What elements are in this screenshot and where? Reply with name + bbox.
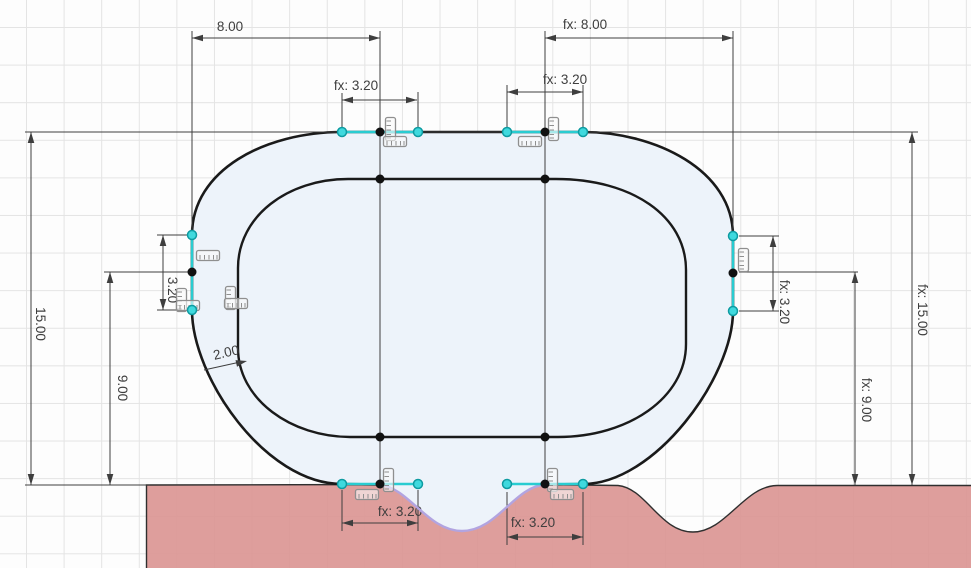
dimension-tangent-top-right[interactable]: fx: 3.20	[506, 72, 587, 132]
arrowhead	[406, 96, 417, 104]
dimension-tangent-right[interactable]: fx: 3.20	[739, 235, 792, 324]
tangent-endpoint[interactable]	[186, 229, 198, 241]
dimension-value[interactable]: fx: 3.20	[777, 280, 792, 324]
spline-point[interactable]	[540, 432, 550, 442]
arrowhead	[369, 34, 380, 42]
arrowhead	[192, 34, 203, 42]
arrowhead	[908, 474, 916, 485]
arrowhead	[27, 132, 35, 143]
arrowhead	[769, 236, 777, 247]
curvature-comb-constraint-icon	[382, 467, 395, 493]
arrowhead	[908, 132, 916, 143]
dimension-value[interactable]: fx: 15.00	[915, 284, 930, 336]
tangent-endpoint[interactable]	[412, 478, 424, 490]
dimension-offset-distance[interactable]: 2.00	[203, 342, 247, 371]
tangent-endpoint[interactable]	[336, 478, 348, 490]
dimension-value[interactable]: 2.00	[212, 342, 241, 363]
tangent-endpoint[interactable]	[186, 304, 198, 316]
curvature-comb-constraint-icon	[382, 135, 408, 148]
tangent-endpoint[interactable]	[577, 478, 589, 490]
sketch-profile[interactable]	[190, 130, 735, 531]
spline-point[interactable]	[728, 268, 738, 278]
curvature-comb-constraint-icon	[354, 488, 380, 501]
dimension-value[interactable]: fx: 3.20	[543, 72, 587, 87]
dimension-tangent-top-left[interactable]: fx: 3.20	[334, 78, 419, 133]
arrowhead	[159, 299, 167, 310]
spline-point[interactable]	[540, 127, 550, 137]
tangent-endpoint[interactable]	[577, 126, 589, 138]
dimension-value[interactable]: 8.00	[217, 19, 243, 34]
arrowhead	[106, 474, 114, 485]
arrowhead	[342, 96, 353, 104]
curvature-comb-constraint-icon	[546, 467, 559, 493]
spline-point[interactable]	[540, 174, 550, 184]
spline-point[interactable]	[375, 479, 385, 489]
arrowhead	[769, 300, 777, 311]
arrowhead	[572, 88, 583, 96]
extension-lines[interactable]	[25, 131, 918, 486]
arrowhead	[407, 519, 418, 527]
dimension-value[interactable]: 9.00	[115, 375, 130, 401]
spline-point[interactable]	[540, 479, 550, 489]
dimension-height-outer-left[interactable]: 15.00	[27, 132, 48, 485]
profile-region[interactable]	[192, 132, 733, 531]
spline-point[interactable]	[375, 174, 385, 184]
tangent-endpoint[interactable]	[727, 230, 739, 242]
arrowhead	[722, 34, 733, 42]
dimension-width-right[interactable]: fx: 8.00	[544, 17, 734, 484]
dimension-height-inner-left[interactable]: 9.00	[104, 271, 190, 485]
dimension-value[interactable]: fx: 3.20	[334, 78, 378, 93]
dimension-tangent-bottom-left[interactable]: fx: 3.20	[341, 490, 422, 531]
arrowhead	[851, 272, 859, 283]
curvature-comb-constraint-icon	[223, 297, 249, 310]
dimension-value[interactable]: fx: 8.00	[563, 17, 607, 32]
dimension-value[interactable]: fx: 3.20	[378, 504, 422, 519]
arrowhead	[27, 474, 35, 485]
leader-line[interactable]	[203, 362, 239, 371]
spline-point[interactable]	[375, 127, 385, 137]
arrowhead	[572, 533, 583, 541]
arrowhead	[851, 474, 859, 485]
arrowhead	[507, 533, 518, 541]
tangent-endpoint[interactable]	[501, 478, 513, 490]
dimension-width-left[interactable]: 8.00	[191, 19, 381, 484]
tangent-endpoint[interactable]	[336, 126, 348, 138]
dimension-value[interactable]: fx: 9.00	[859, 378, 874, 422]
dimension-value[interactable]: 15.00	[33, 307, 48, 341]
sketch-points[interactable]	[186, 126, 739, 490]
arrowhead	[159, 235, 167, 246]
curvature-comb-constraint-icon	[195, 249, 221, 262]
dimension-height-outer-right[interactable]: fx: 15.00	[908, 132, 930, 485]
tangent-endpoint[interactable]	[501, 126, 513, 138]
curvature-comb-constraint-icon	[549, 488, 575, 501]
arrowhead	[106, 272, 114, 283]
spline-point[interactable]	[375, 432, 385, 442]
spline-point[interactable]	[187, 267, 197, 277]
curvature-comb-constraint-icon	[517, 135, 543, 148]
arrowhead	[235, 360, 247, 367]
arrowhead	[507, 88, 518, 96]
arrowhead	[342, 519, 353, 527]
tangent-endpoint[interactable]	[727, 305, 739, 317]
projected-terrain-curve[interactable]	[379, 483, 546, 533]
tangent-endpoint[interactable]	[412, 126, 424, 138]
dimension-tangent-bottom-right[interactable]: fx: 3.20	[506, 492, 584, 545]
arrowhead	[545, 34, 556, 42]
inner-offset-spline[interactable]	[236, 177, 688, 439]
dimension-value[interactable]: fx: 3.20	[511, 515, 555, 530]
curvature-comb-constraint-icon	[737, 247, 750, 273]
curvature-comb-constraint-icon	[547, 116, 560, 142]
dimension-height-inner-right[interactable]: fx: 9.00	[739, 271, 874, 485]
